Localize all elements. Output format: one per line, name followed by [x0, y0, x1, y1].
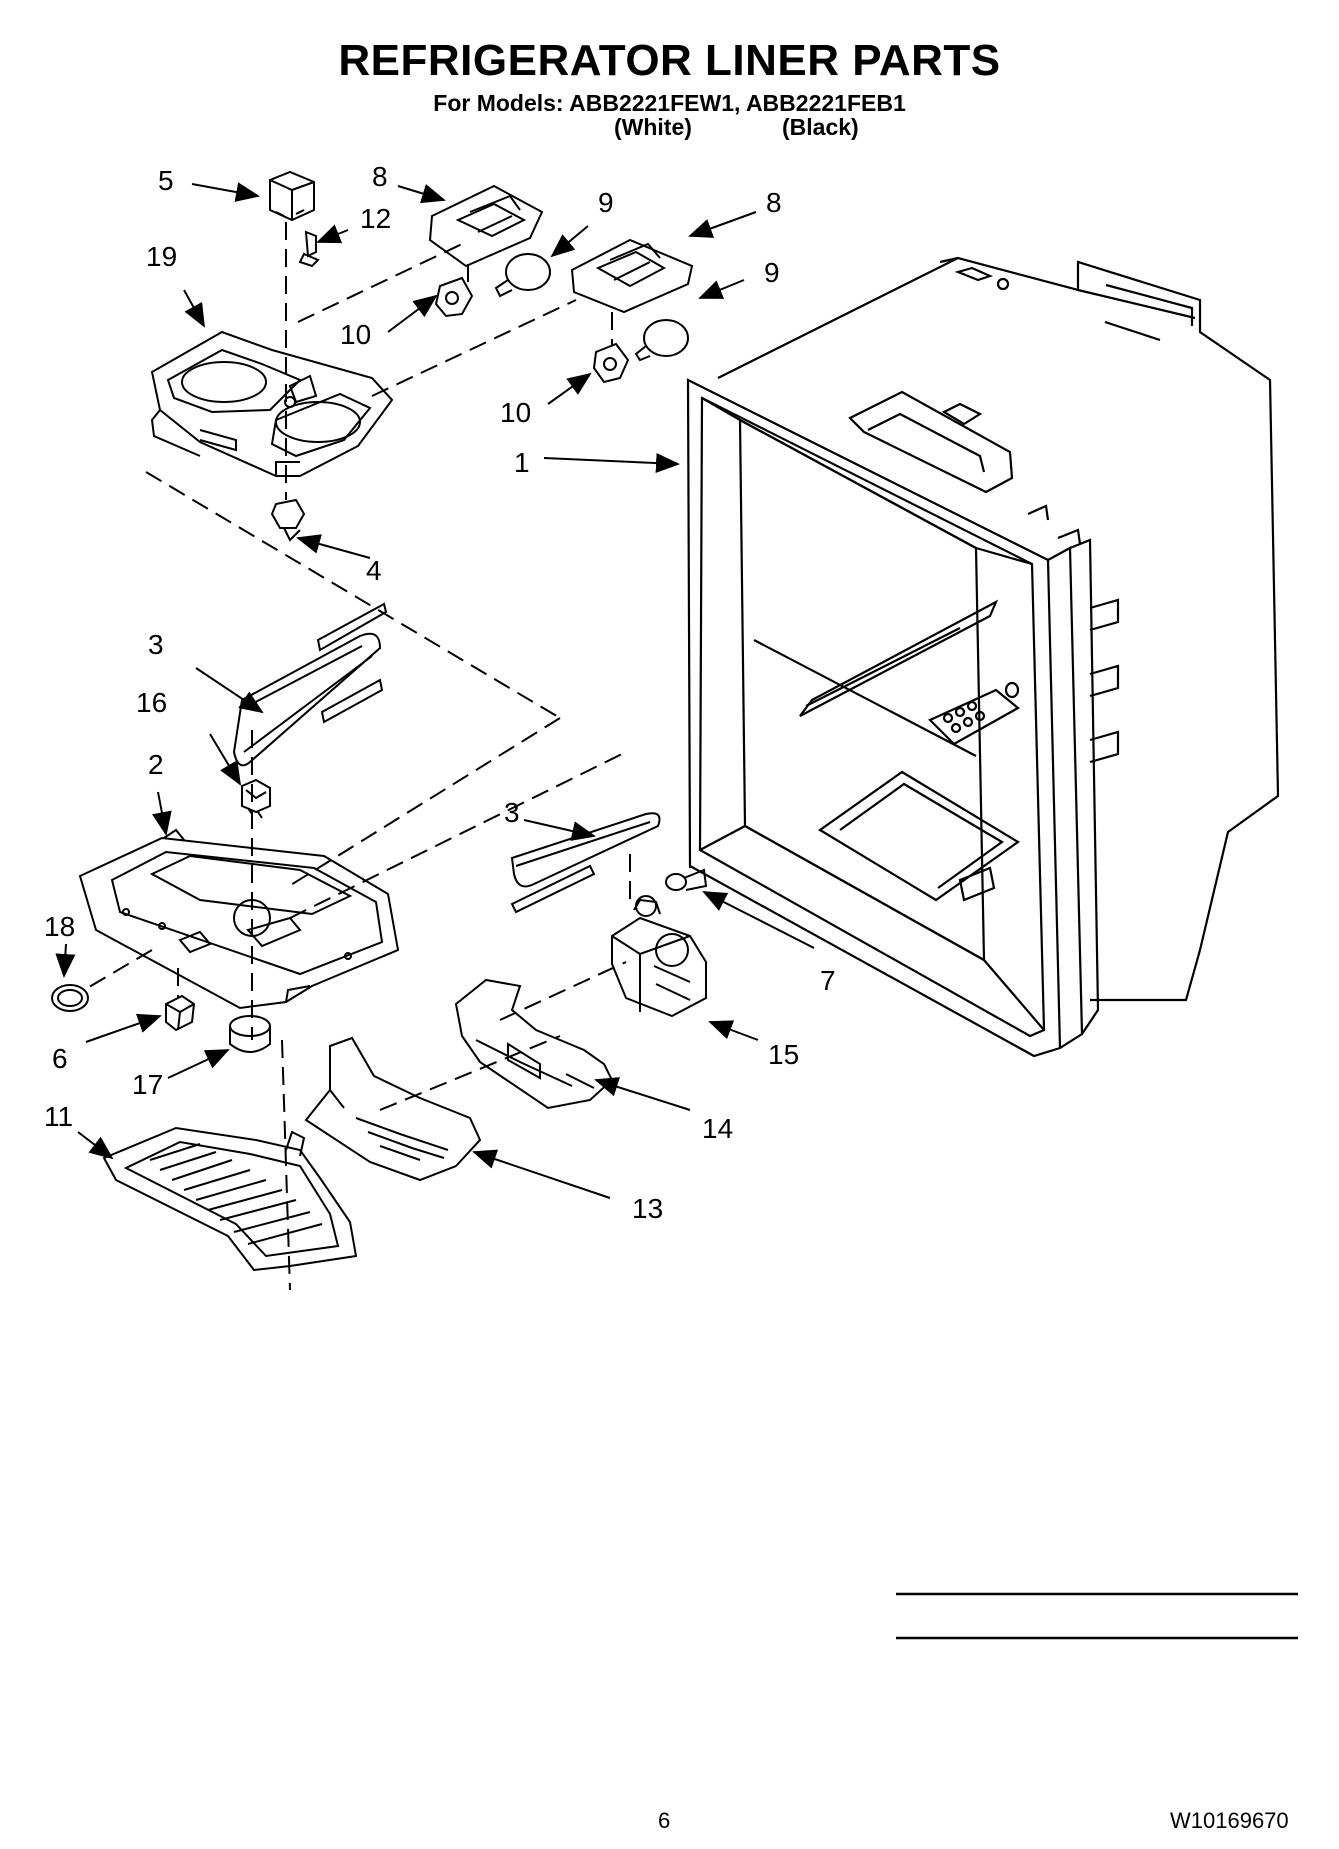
- callout-10-right: 10: [500, 397, 531, 428]
- callout-7: 7: [820, 965, 836, 996]
- callout-11: 11: [44, 1101, 73, 1132]
- callout-12: 12: [360, 203, 391, 234]
- callout-3-left: 3: [148, 629, 164, 660]
- light-mount-bracket: [150, 170, 694, 542]
- assembly-leader-lines: [83, 222, 691, 1291]
- callout-4: 4: [366, 555, 382, 586]
- callout-10-left: 10: [340, 319, 371, 350]
- callout-9-left: 9: [598, 187, 614, 218]
- lower-control-assembly: [51, 602, 661, 1272]
- callout-13: 13: [632, 1193, 663, 1224]
- callout-2: 2: [148, 749, 164, 780]
- variant-black-label: (Black): [782, 114, 859, 140]
- callout-17: 17: [132, 1069, 163, 1100]
- crisper-control-housing: [304, 868, 708, 1182]
- callout-8-right: 8: [766, 187, 782, 218]
- signature-lines: [896, 1592, 1298, 1640]
- models-line: For Models: ABB2221FEW1, ABB2221FEB1: [433, 90, 906, 116]
- refrigerator-liner: [686, 256, 1280, 1058]
- callout-arrows: [55, 182, 815, 1199]
- callout-15: 15: [768, 1039, 799, 1070]
- page-title: REFRIGERATOR LINER PARTS: [338, 36, 1001, 85]
- callout-1: 1: [514, 447, 530, 478]
- page-number: 6: [658, 1808, 671, 1833]
- callout-18: 18: [44, 911, 75, 942]
- callout-9-right: 9: [764, 257, 780, 288]
- callout-labels: 1 2 3 3 4 5 6 7 8 8 9 9 10 10 11 12 13 1…: [44, 161, 836, 1224]
- callout-19: 19: [146, 241, 177, 272]
- callout-8-left: 8: [372, 161, 388, 192]
- variant-white-label: (White): [614, 114, 692, 140]
- callout-3-right: 3: [504, 797, 520, 828]
- callout-6: 6: [52, 1043, 68, 1074]
- callout-5: 5: [158, 165, 174, 196]
- callout-16: 16: [136, 687, 167, 718]
- document-number: W10169670: [1170, 1808, 1289, 1833]
- callout-14: 14: [702, 1113, 733, 1144]
